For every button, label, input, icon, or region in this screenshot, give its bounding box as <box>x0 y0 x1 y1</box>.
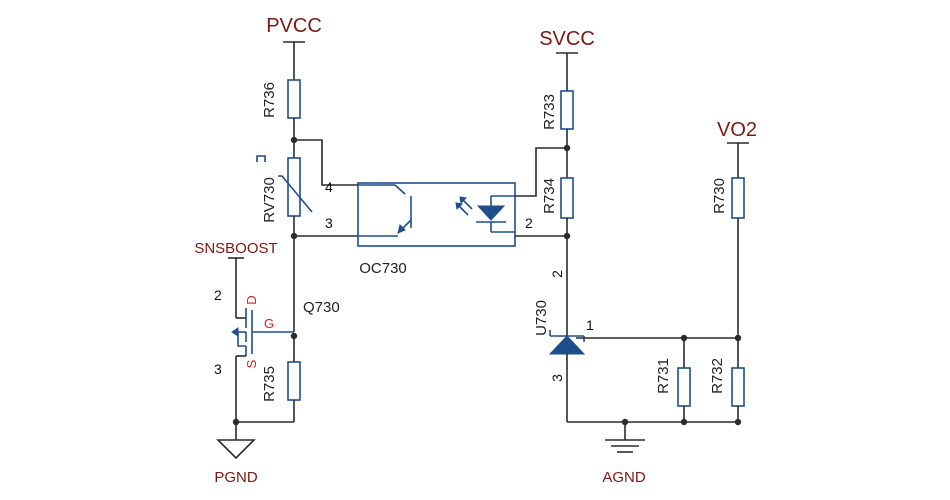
pvcc-label: PVCC <box>266 15 322 37</box>
u730-pin-3: 3 <box>549 374 565 382</box>
q730-label: Q730 <box>303 299 340 316</box>
oc730-pin-2: 2 <box>525 215 533 231</box>
u730-shunt-regulator: U730 2 1 3 <box>533 270 738 422</box>
agnd-ground-symbol: AGND <box>602 422 646 486</box>
vo2-power-symbol: VO2 <box>717 119 757 178</box>
oc730-pin-3: 3 <box>325 215 333 231</box>
q730-source-label: S <box>244 359 259 368</box>
pgnd-ground-symbol: PGND <box>214 422 258 486</box>
u730-label: U730 <box>533 300 550 336</box>
r731-resistor: R731 <box>655 338 691 422</box>
r730-resistor: R730 <box>711 177 745 368</box>
oc730-optocoupler: 4 3 2 OC730 <box>325 179 533 277</box>
q730-gate-label: G <box>264 316 274 331</box>
vo2-label: VO2 <box>717 119 757 141</box>
q730-pin-2: 2 <box>214 287 222 303</box>
pgnd-label: PGND <box>214 469 258 486</box>
r736-resistor: R736 <box>261 79 301 119</box>
svcc-power-symbol: SVCC <box>539 28 595 91</box>
r736-label: R736 <box>261 82 278 118</box>
r731-label: R731 <box>655 358 672 394</box>
oc730-pin-4: 4 <box>325 179 333 195</box>
q730-drain-label: D <box>244 295 259 304</box>
r733-resistor: R733 <box>541 90 574 178</box>
q730-mosfet: 2 3 D G S Q730 <box>214 287 340 422</box>
r735-label: R735 <box>261 366 278 402</box>
svcc-label: SVCC <box>539 28 595 50</box>
u730-pin-2: 2 <box>549 270 565 278</box>
r735-resistor: R735 <box>261 336 301 422</box>
pvcc-power-symbol: PVCC <box>266 15 322 80</box>
snsboost-net: SNSBOOST <box>194 240 278 318</box>
r732-label: R732 <box>709 358 726 394</box>
snsboost-label: SNSBOOST <box>194 240 277 257</box>
q730-pin-3: 3 <box>214 361 222 377</box>
r733-label: R733 <box>541 94 558 130</box>
agnd-label: AGND <box>602 469 646 486</box>
r732-resistor: R732 <box>709 358 745 422</box>
r734-label: R734 <box>541 178 558 214</box>
oc730-label: OC730 <box>359 260 407 277</box>
rv730-label: RV730 <box>261 177 278 223</box>
r730-label: R730 <box>711 178 728 214</box>
rv730-varistor: RV730 <box>256 155 313 223</box>
u730-pin-1: 1 <box>586 317 594 333</box>
